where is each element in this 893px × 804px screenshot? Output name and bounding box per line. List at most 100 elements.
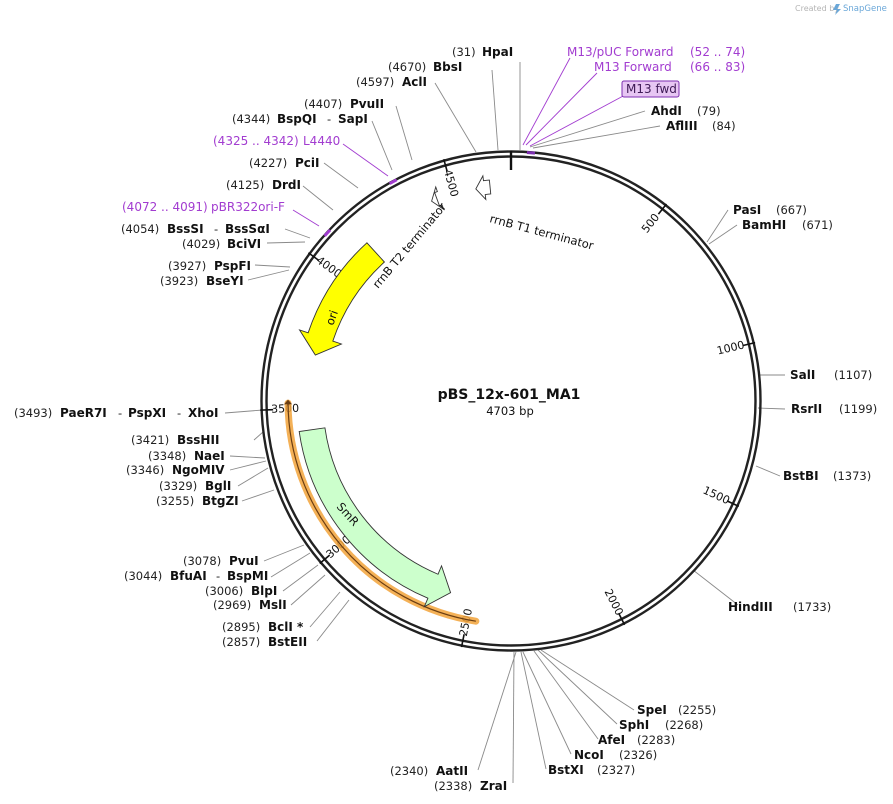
site-bcivi[interactable]: (4029) BciVI — [182, 237, 261, 251]
leader-spei — [540, 649, 635, 711]
sites-right: (31) HpaI AhdI (79) AflIII (84) PasI (66… — [452, 45, 877, 777]
site-afliii[interactable]: AflIII (84) — [666, 119, 736, 133]
leader-ncoi — [522, 651, 572, 755]
primer-label-m13-forward[interactable]: M13 Forward (66 .. 83) — [594, 60, 745, 74]
primer-mark-m13-fwd[interactable] — [526, 151, 536, 155]
primer-label-m13-fwd[interactable]: M13 fwd — [621, 80, 680, 98]
sites-left: (4670) BbsI (4597) AclI (4407) PvuII (43… — [14, 60, 507, 793]
site-msli[interactable]: (2969) MslI — [213, 598, 287, 612]
svg-text:BbsI: BbsI — [433, 60, 462, 74]
site-naei[interactable]: (3348) NaeI — [148, 449, 225, 463]
primer-label-l4440[interactable]: (4325 .. 4342) L4440 — [213, 134, 340, 148]
svg-text:-: - — [214, 222, 218, 236]
svg-text:(3044): (3044) — [124, 569, 162, 583]
svg-text:AatII: AatII — [436, 764, 468, 778]
leader-bgli — [237, 467, 269, 487]
svg-text:SalI: SalI — [790, 368, 815, 382]
site-hpai[interactable]: (31) HpaI — [452, 45, 513, 59]
primer-leader-lines — [292, 57, 626, 227]
leader-hindiii — [692, 569, 739, 606]
site-pspfi[interactable]: (3927) PspFI — [168, 259, 251, 273]
site-bspqi-sapi[interactable]: (4344) BspQI - SapI — [232, 112, 368, 126]
primer-mark-pbr322ori-f[interactable] — [323, 228, 332, 237]
leader-bamhi — [708, 224, 738, 245]
svg-text:(2340): (2340) — [390, 764, 428, 778]
site-bfuai-bspmi[interactable]: (3044) BfuAI - BspMI — [124, 569, 268, 583]
svg-text:AclI: AclI — [402, 75, 427, 89]
svg-text:AflIII: AflIII — [666, 119, 698, 133]
site-acli[interactable]: (4597) AclI — [356, 75, 427, 89]
primer-label-m13-puc-forward[interactable]: M13/pUC Forward (52 .. 74) — [567, 45, 745, 59]
site-pvui[interactable]: (3078) PvuI — [183, 554, 259, 568]
leader-pbr322ori-f — [292, 209, 320, 227]
site-btgzi[interactable]: (3255) BtgZI — [156, 494, 239, 508]
svg-text:DrdI: DrdI — [272, 178, 301, 192]
site-ncoi[interactable]: NcoI (2326) — [574, 748, 657, 762]
svg-text:SpeI: SpeI — [637, 703, 667, 717]
svg-text:BlpI: BlpI — [251, 584, 277, 598]
leader-ahdi — [529, 110, 646, 148]
leader-drdi — [302, 185, 334, 211]
primer-labels: M13/pUC Forward (52 .. 74) M13 Forward (… — [122, 45, 745, 214]
site-bseyi[interactable]: (3923) BseYI — [160, 274, 244, 288]
site-bsteii[interactable]: (2857) BstEII — [222, 635, 307, 649]
site-ahdi[interactable]: AhdI (79) — [651, 104, 721, 118]
site-bamhi[interactable]: BamHI (671) — [742, 218, 833, 232]
highlight-arc-inner — [287, 403, 476, 622]
site-sphi[interactable]: SphI (2268) — [619, 718, 703, 732]
leader-bsshii — [253, 431, 264, 441]
site-aatii[interactable]: (2340) AatII — [390, 764, 468, 778]
leader-pvui — [263, 544, 305, 562]
site-bsssi-bsssai[interactable]: (4054) BssSI - BssSαI — [121, 222, 270, 236]
site-pcii[interactable]: (4227) PciI — [249, 156, 320, 170]
svg-text:(31): (31) — [452, 45, 476, 59]
svg-text:L4440: L4440 — [303, 134, 340, 148]
site-bbsi[interactable]: (4670) BbsI — [388, 60, 462, 74]
leader-btgzi — [241, 489, 275, 502]
svg-text:HindIII: HindIII — [728, 600, 773, 614]
svg-text:HpaI: HpaI — [482, 45, 513, 59]
svg-text:NaeI: NaeI — [194, 449, 225, 463]
feature-label-rrnb-t1: rrnB T1 terminator — [488, 211, 595, 252]
svg-text:BstBI: BstBI — [783, 469, 819, 483]
svg-text:-: - — [327, 112, 331, 126]
tick-label-2000: 2000 — [602, 587, 626, 618]
site-paer7i-pspxi-xhoi[interactable]: (3493) PaeR7I - PspXI - XhoI — [14, 406, 219, 420]
svg-text:(3346): (3346) — [126, 463, 164, 477]
site-bgli[interactable]: (3329) BglI — [159, 479, 231, 493]
svg-text:(2255): (2255) — [678, 703, 716, 717]
tick-1000 — [742, 341, 756, 347]
leader-bbsi — [491, 69, 499, 151]
svg-text:BspQI: BspQI — [277, 112, 317, 126]
site-bstxi[interactable]: BstXI (2327) — [548, 763, 635, 777]
site-drdi[interactable]: (4125) DrdI — [226, 178, 301, 192]
site-bcli[interactable]: (2895) BclI * — [222, 620, 304, 634]
site-pvuii[interactable]: (4407) PvuII — [304, 97, 384, 111]
site-blpi[interactable]: (3006) BlpI — [205, 584, 277, 598]
primer-label-pbr322ori-f[interactable]: (4072 .. 4091) pBR322ori-F — [122, 200, 285, 214]
site-ngomiv[interactable]: (3346) NgoMIV — [126, 463, 225, 477]
site-pasi[interactable]: PasI (667) — [733, 203, 807, 217]
site-leader-lines — [224, 62, 786, 784]
svg-text:(52 .. 74): (52 .. 74) — [690, 45, 745, 59]
site-rsrii[interactable]: RsrII (1199) — [791, 402, 877, 416]
site-zrai[interactable]: (2338) ZraI — [434, 779, 507, 793]
feature-ori[interactable] — [298, 242, 386, 356]
site-spei[interactable]: SpeI (2255) — [637, 703, 716, 717]
site-afei[interactable]: AfeI (2283) — [598, 733, 675, 747]
feature-rrnb-t1-terminator[interactable] — [475, 174, 492, 201]
svg-text:BamHI: BamHI — [742, 218, 786, 232]
svg-text:SphI: SphI — [619, 718, 649, 732]
site-hindiii[interactable]: HindIII (1733) — [728, 600, 831, 614]
svg-text:(4325 .. 4342): (4325 .. 4342) — [213, 134, 299, 148]
site-bstbi[interactable]: BstBI (1373) — [783, 469, 871, 483]
feature-smr[interactable] — [298, 427, 452, 608]
primer-mark-l4440[interactable] — [388, 178, 398, 185]
svg-text:(3348): (3348) — [148, 449, 186, 463]
site-sali[interactable]: SalI (1107) — [790, 368, 872, 382]
feature-rrnb-t2-terminator[interactable] — [431, 185, 445, 211]
tick-1500 — [726, 500, 740, 508]
site-bsshii[interactable]: (3421) BssHII — [131, 433, 219, 447]
leader-bspqi — [371, 120, 393, 171]
